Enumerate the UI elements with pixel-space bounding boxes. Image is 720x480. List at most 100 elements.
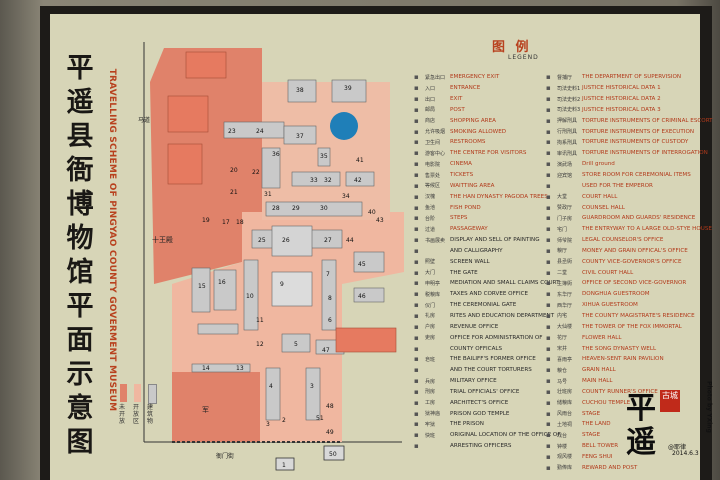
legend-row: ▪ 汉槐 THE HAN DYNASTY PAGODA TREES (414, 191, 561, 202)
label-21: 21 (230, 189, 238, 196)
legend-cn: 喜雨亭 (557, 356, 573, 363)
key-swatch-open (134, 384, 141, 402)
legend-en: TRIAL OFFICIALS' OFFICE (450, 388, 520, 395)
building-35 (317, 147, 331, 167)
legend-cn: 入口 (425, 85, 436, 92)
legend-en: POST (450, 106, 465, 113)
legend-en: WAITTING AREA (450, 182, 495, 189)
legend-en: TORTURE INSTRUMENTS OF CRIMINAL ESCORT (582, 117, 713, 124)
legend-en: THE HAN DYNASTY PAGODA TREES (450, 193, 548, 200)
building-labels: 38 39 23 24 37 36 35 41 33 32 42 22 20 2… (198, 85, 384, 469)
legend-cn: 书画展卖 (425, 237, 446, 244)
legend-row: ▪ARRESTING OFFICERS (414, 441, 561, 452)
legend-en: AND CALLIGRAPHY (450, 247, 503, 254)
street-label-bottom: 衙门街 (216, 452, 234, 460)
legend-cn: 司法史料1 (557, 85, 581, 92)
legend-cn: 汉槐 (425, 194, 436, 201)
legend-cn: 出口 (425, 96, 436, 103)
legend-symbol-icon: ▪ (546, 192, 551, 201)
legend-cn: 商店 (425, 118, 436, 125)
legend-symbol-icon: ▪ (414, 398, 419, 407)
street-label-left: 马道 (138, 116, 150, 124)
legend-symbol-icon: ▪ (546, 377, 551, 386)
pond (330, 112, 358, 140)
legend-symbol-icon: ▪ (414, 236, 419, 245)
legend-cn: 照壁 (425, 259, 436, 266)
legend-symbol-icon: ▪ (414, 344, 419, 353)
legend-cn: 储粮库 (557, 400, 573, 407)
legend-symbol-icon: ▪ (414, 322, 419, 331)
legend-cn: 吏房 (425, 335, 436, 342)
label-16: 16 (218, 279, 226, 286)
legend-cn: 狱神庙 (425, 411, 441, 418)
legend-symbol-icon: ▪ (546, 171, 551, 180)
legend-symbol-icon: ▪ (546, 149, 551, 158)
key-label-open: 开放区 (133, 404, 140, 425)
legend-en: TAXES AND CORVEE OFFICE (450, 291, 529, 298)
legend-cn: 司法史料3 (557, 107, 581, 114)
legend-symbol-icon: ▪ (546, 463, 551, 472)
legend-symbol-icon: ▪ (414, 73, 419, 82)
legend-symbol-icon: ▪ (546, 355, 551, 364)
label-10: 10 (246, 293, 254, 300)
legend-subtitle: LEGEND (508, 54, 539, 61)
legend-cn: 粮仓 (557, 367, 568, 374)
legend-en: THE GATE (450, 269, 478, 276)
legend-en: LEGAL COUNSELOR'S OFFICE (582, 237, 664, 244)
legend-en: GUARDROOM AND GUARDS' RESIDENCE (582, 215, 696, 222)
legend-symbol-icon: ▪ (546, 181, 551, 190)
legend-cn: 宅门 (557, 226, 568, 233)
legend-en: TORTURE INSTRUMENTS OF CUSTODY (582, 139, 689, 146)
key-swatch-building (148, 384, 157, 404)
legend-cn: 宋井 (557, 346, 568, 353)
board-title-en: TRAVELLING SCHEME OF PINGYAO COUNTY GOVE… (102, 60, 122, 420)
label-48: 48 (326, 403, 334, 410)
building-38 (287, 79, 317, 103)
legend-cn: 行刑刑具 (557, 129, 578, 136)
watermark-handle: @耶律 (668, 444, 687, 451)
legend-en: USED FOR THE EMPEROR (582, 182, 653, 189)
label-19: 19 (202, 217, 210, 224)
legend-cn: 邮局 (425, 107, 436, 114)
label-9: 9 (280, 281, 284, 288)
legend-symbol-icon: ▪ (546, 452, 551, 461)
legend-symbol-icon: ▪ (414, 333, 419, 342)
legend-cn: 督捕厅 (557, 74, 573, 81)
legend-en: PASSAGEWAY (450, 226, 488, 233)
legend-symbol-icon: ▪ (414, 171, 419, 180)
label-14: 14 (202, 365, 210, 372)
key-label-building: 建筑物 (147, 404, 154, 425)
legend-symbol-icon: ▪ (414, 149, 419, 158)
label-6: 6 (328, 317, 332, 324)
building-42 (345, 171, 375, 187)
legend-en: MILITARY OFFICE (450, 378, 497, 385)
legend-symbol-icon: ▪ (414, 181, 419, 190)
legend-symbol-icon: ▪ (546, 246, 551, 255)
legend-symbol-icon: ▪ (414, 214, 419, 223)
building-50 (323, 445, 345, 461)
legend-cn: 钟楼 (557, 443, 568, 450)
legend-en: SHOPPING AREA (450, 117, 496, 124)
watermark-text: 平遥 (626, 391, 656, 460)
legend-cn: 售票处 (425, 172, 441, 179)
label-33: 33 (310, 177, 318, 184)
